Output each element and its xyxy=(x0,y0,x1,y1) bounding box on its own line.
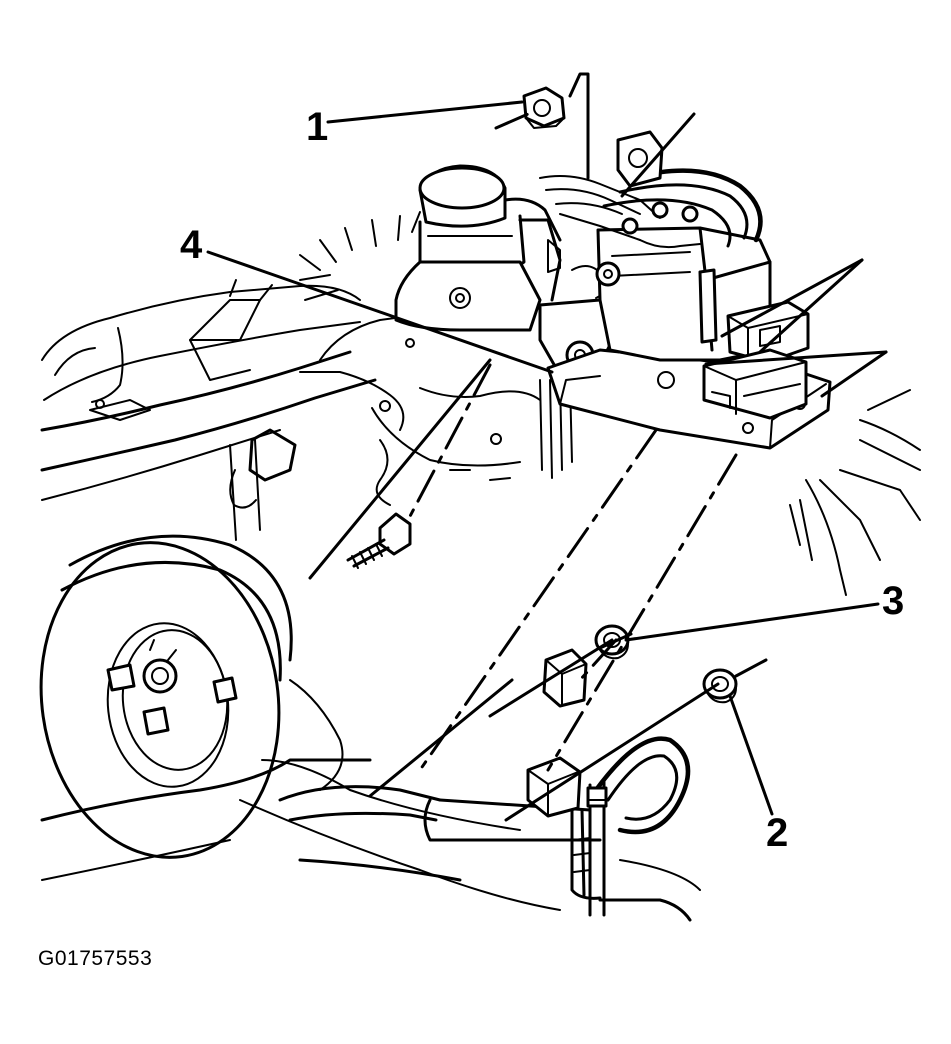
nut-1 xyxy=(522,86,566,129)
figure-id-label: G01757553 xyxy=(38,947,153,970)
master-cylinder xyxy=(394,164,620,479)
brake-booster xyxy=(39,534,293,859)
engine-bay-structure xyxy=(40,211,921,922)
bolt-screw xyxy=(346,512,412,569)
callout-1-label: 1 xyxy=(306,105,328,149)
callout-1: 1 xyxy=(306,100,524,149)
callout-4: 4 xyxy=(180,223,554,374)
callout-2-label: 2 xyxy=(766,811,788,855)
callout-2: 2 xyxy=(728,694,788,855)
abs-modulator-assembly xyxy=(539,130,832,450)
assembly-centerlines xyxy=(406,112,768,772)
callout-3-label: 3 xyxy=(882,579,904,623)
brake-line-pipes xyxy=(278,648,691,917)
callout-3: 3 xyxy=(624,579,904,642)
grommet-2 xyxy=(702,668,738,704)
leader-arrows xyxy=(308,72,888,822)
callout-4-label: 4 xyxy=(180,223,203,267)
